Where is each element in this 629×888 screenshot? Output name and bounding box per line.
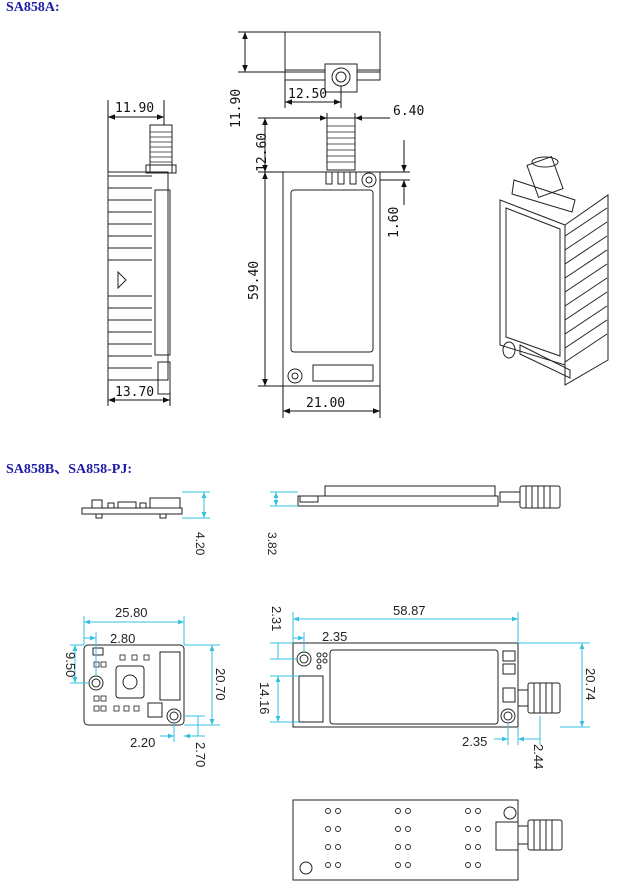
dim-sa858b-20-74: 20.74 <box>583 668 598 701</box>
dim-sa858a-1-60: 1.60 <box>387 207 402 238</box>
dim-sa858a-12-50: 12.50 <box>288 87 327 102</box>
sa858b-long-bottom-view <box>292 799 563 881</box>
dim-sa858b-2-20: 2.20 <box>130 735 155 750</box>
sa858b-long-side-dims <box>270 491 298 507</box>
dim-sa858b-2-70: 2.70 <box>193 742 208 767</box>
heading-sa858b: SA858B、SA858-PJ: <box>6 462 133 477</box>
dim-sa858b-20-70: 20.70 <box>213 668 228 701</box>
dim-sa858a-21-00: 21.00 <box>306 396 345 411</box>
sa858b-small-top-view <box>83 644 185 726</box>
dim-sa858a-59-40: 59.40 <box>247 261 262 300</box>
dim-sa858b-2-44: 2.44 <box>531 744 546 769</box>
heading-sa858a: SA858A: <box>6 0 60 15</box>
dim-sa858b-2-35-top: 2.35 <box>322 629 347 644</box>
dim-sa858b-14-16: 14.16 <box>257 682 272 715</box>
dim-sa858b-2-31: 2.31 <box>269 606 284 631</box>
sa858a-side-view <box>107 124 177 395</box>
dim-sa858b-4-20: 4.20 <box>193 532 207 556</box>
dim-sa858a-13-70: 13.70 <box>115 385 154 400</box>
dim-sa858a-11-90-side: 11.90 <box>115 101 154 116</box>
sa858b-small-side-view <box>81 497 183 519</box>
dim-sa858b-3-82: 3.82 <box>265 532 279 556</box>
dim-sa858a-12-60: 12.60 <box>255 133 270 172</box>
dim-sa858a-6-40: 6.40 <box>393 104 424 119</box>
dim-sa858b-2-35-bottom: 2.35 <box>462 734 487 749</box>
dim-sa858b-9-50: 9.50 <box>63 652 78 677</box>
sa858b-long-top-view <box>292 642 561 728</box>
dim-sa858b-2-80: 2.80 <box>110 631 135 646</box>
dim-sa858b-58-87: 58.87 <box>393 603 426 618</box>
sa858a-isometric-view <box>499 155 609 386</box>
sa858a-side-dims <box>107 100 171 406</box>
sa858b-long-side-view <box>297 485 561 509</box>
sa858a-top-view <box>284 31 381 93</box>
sa858a-top-dims <box>238 31 342 108</box>
sa858b-small-top-dims <box>70 616 220 742</box>
dim-sa858b-25-80: 25.80 <box>115 605 148 620</box>
sa858b-small-side-dims <box>182 491 210 519</box>
sa858a-front-view <box>282 117 381 387</box>
sa858a-front-dims <box>258 113 410 418</box>
dim-sa858a-11-90-top: 11.90 <box>229 89 244 128</box>
sa858b-long-top-dims <box>270 612 590 745</box>
